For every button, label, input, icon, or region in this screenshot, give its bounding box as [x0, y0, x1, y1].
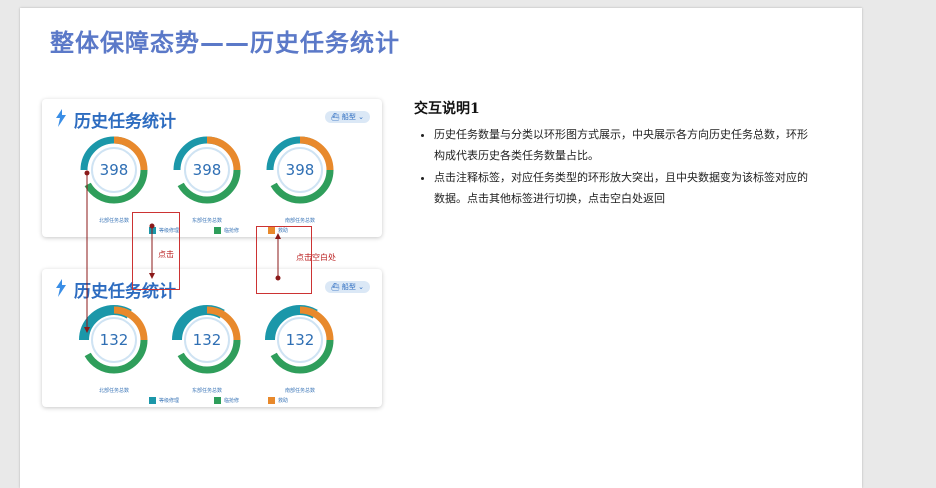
history-stats-card-highlighted: 历史任务统计 ⛴ 船型 ⌄ 132 北部任务总数 132 东: [42, 269, 382, 407]
donut-east[interactable]: 398: [172, 135, 242, 205]
arrow-card1-to-card2: [84, 170, 90, 333]
dropdown-label: 船型: [341, 113, 356, 121]
ship-icon: ⛴: [330, 113, 340, 121]
history-stats-card: 历史任务统计 ⛴ 船型 ⌄ 398 北部任务总数 398 东: [42, 99, 382, 237]
donut-ring: [80, 136, 148, 204]
ship-icon: ⛴: [330, 283, 340, 291]
donut-label: 北部任务总数: [98, 218, 129, 224]
donut-total: 398: [192, 161, 222, 179]
donut-label: 北部任务总数: [98, 388, 129, 394]
donut-east[interactable]: 132: [172, 305, 242, 375]
donut-label: 东部任务总数: [191, 218, 222, 224]
legend-swatch: [268, 397, 275, 404]
notes-title: 交互说明1: [414, 101, 480, 117]
card-title: 历史任务统计: [74, 282, 176, 302]
legend-swatch: [268, 227, 275, 234]
legend-item-emergency[interactable]: 临抢修: [214, 397, 239, 404]
legend-swatch: [214, 397, 221, 404]
legend-label: 临抢修: [224, 228, 240, 234]
donut-ring: [265, 305, 335, 375]
ship-type-dropdown[interactable]: ⛴ 船型 ⌄: [324, 111, 370, 123]
notes-item: 点击注释标签，对应任务类型的环形放大突出，且中央数据变为该标签对应的数据。点击其…: [434, 167, 814, 209]
donut-ring: [173, 136, 241, 204]
legend-label: 等级修理: [159, 228, 180, 234]
legend-item-rescue[interactable]: 救助: [268, 227, 288, 234]
chevron-down-icon: ⌄: [358, 113, 364, 121]
legend-label: 救助: [278, 398, 289, 404]
interaction-notes: 交互说明1 历史任务数量与分类以环形图方式展示，中央展示各方向历史任务总数，环形…: [414, 98, 814, 210]
legend-swatch: [214, 227, 221, 234]
logo-icon: [56, 279, 66, 297]
legend-label: 等级修理: [159, 398, 180, 404]
donut-north[interactable]: 132: [79, 305, 149, 375]
donut-ring: [79, 305, 149, 375]
donut-total: 398: [99, 161, 129, 179]
legend-item-repair[interactable]: 等级修理: [149, 397, 179, 404]
legend-item-rescue[interactable]: 救助: [268, 397, 288, 404]
ship-type-dropdown[interactable]: ⛴ 船型 ⌄: [324, 281, 370, 293]
logo-icon: [56, 109, 66, 127]
annotation-click-blank-label: 点击空白处: [296, 253, 336, 262]
annotation-box-blank: [256, 226, 312, 294]
donut-south[interactable]: 132: [265, 305, 335, 375]
legend-item-emergency[interactable]: 临抢修: [214, 227, 239, 234]
notes-item: 历史任务数量与分类以环形图方式展示，中央展示各方向历史任务总数，环形构成代表历史…: [434, 124, 814, 166]
legend-label: 救助: [278, 228, 289, 234]
annotation-click-label: 点击: [158, 250, 174, 259]
chevron-down-icon: ⌄: [358, 283, 364, 291]
donut-ring: [266, 136, 334, 204]
donut-north[interactable]: 398: [79, 135, 149, 205]
donut-label: 东部任务总数: [191, 388, 222, 394]
donut-total: 132: [285, 331, 315, 349]
legend-label: 临抢修: [224, 398, 240, 404]
arrow-legend-to-donut: [149, 223, 155, 279]
donut-total: 132: [192, 331, 222, 349]
notes-list: 历史任务数量与分类以环形图方式展示，中央展示各方向历史任务总数，环形构成代表历史…: [414, 124, 814, 209]
donut-label: 南部任务总数: [284, 388, 315, 394]
donut-ring: [172, 305, 242, 375]
page-title: 整体保障态势——历史任务统计: [50, 29, 400, 57]
arrow-blank-return: [275, 233, 281, 281]
annotation-arrows: [84, 170, 281, 333]
annotation-box-legend: [132, 212, 180, 290]
donut-total: 398: [285, 161, 315, 179]
card-title: 历史任务统计: [74, 112, 176, 132]
donut-label: 南部任务总数: [284, 218, 315, 224]
dropdown-label: 船型: [341, 283, 356, 291]
legend-swatch: [149, 397, 156, 404]
document-page: 整体保障态势——历史任务统计 历史任务统计 ⛴ 船型 ⌄ 398 北部任务总数: [20, 8, 862, 488]
donut-total: 132: [99, 331, 129, 349]
donut-south[interactable]: 398: [265, 135, 335, 205]
